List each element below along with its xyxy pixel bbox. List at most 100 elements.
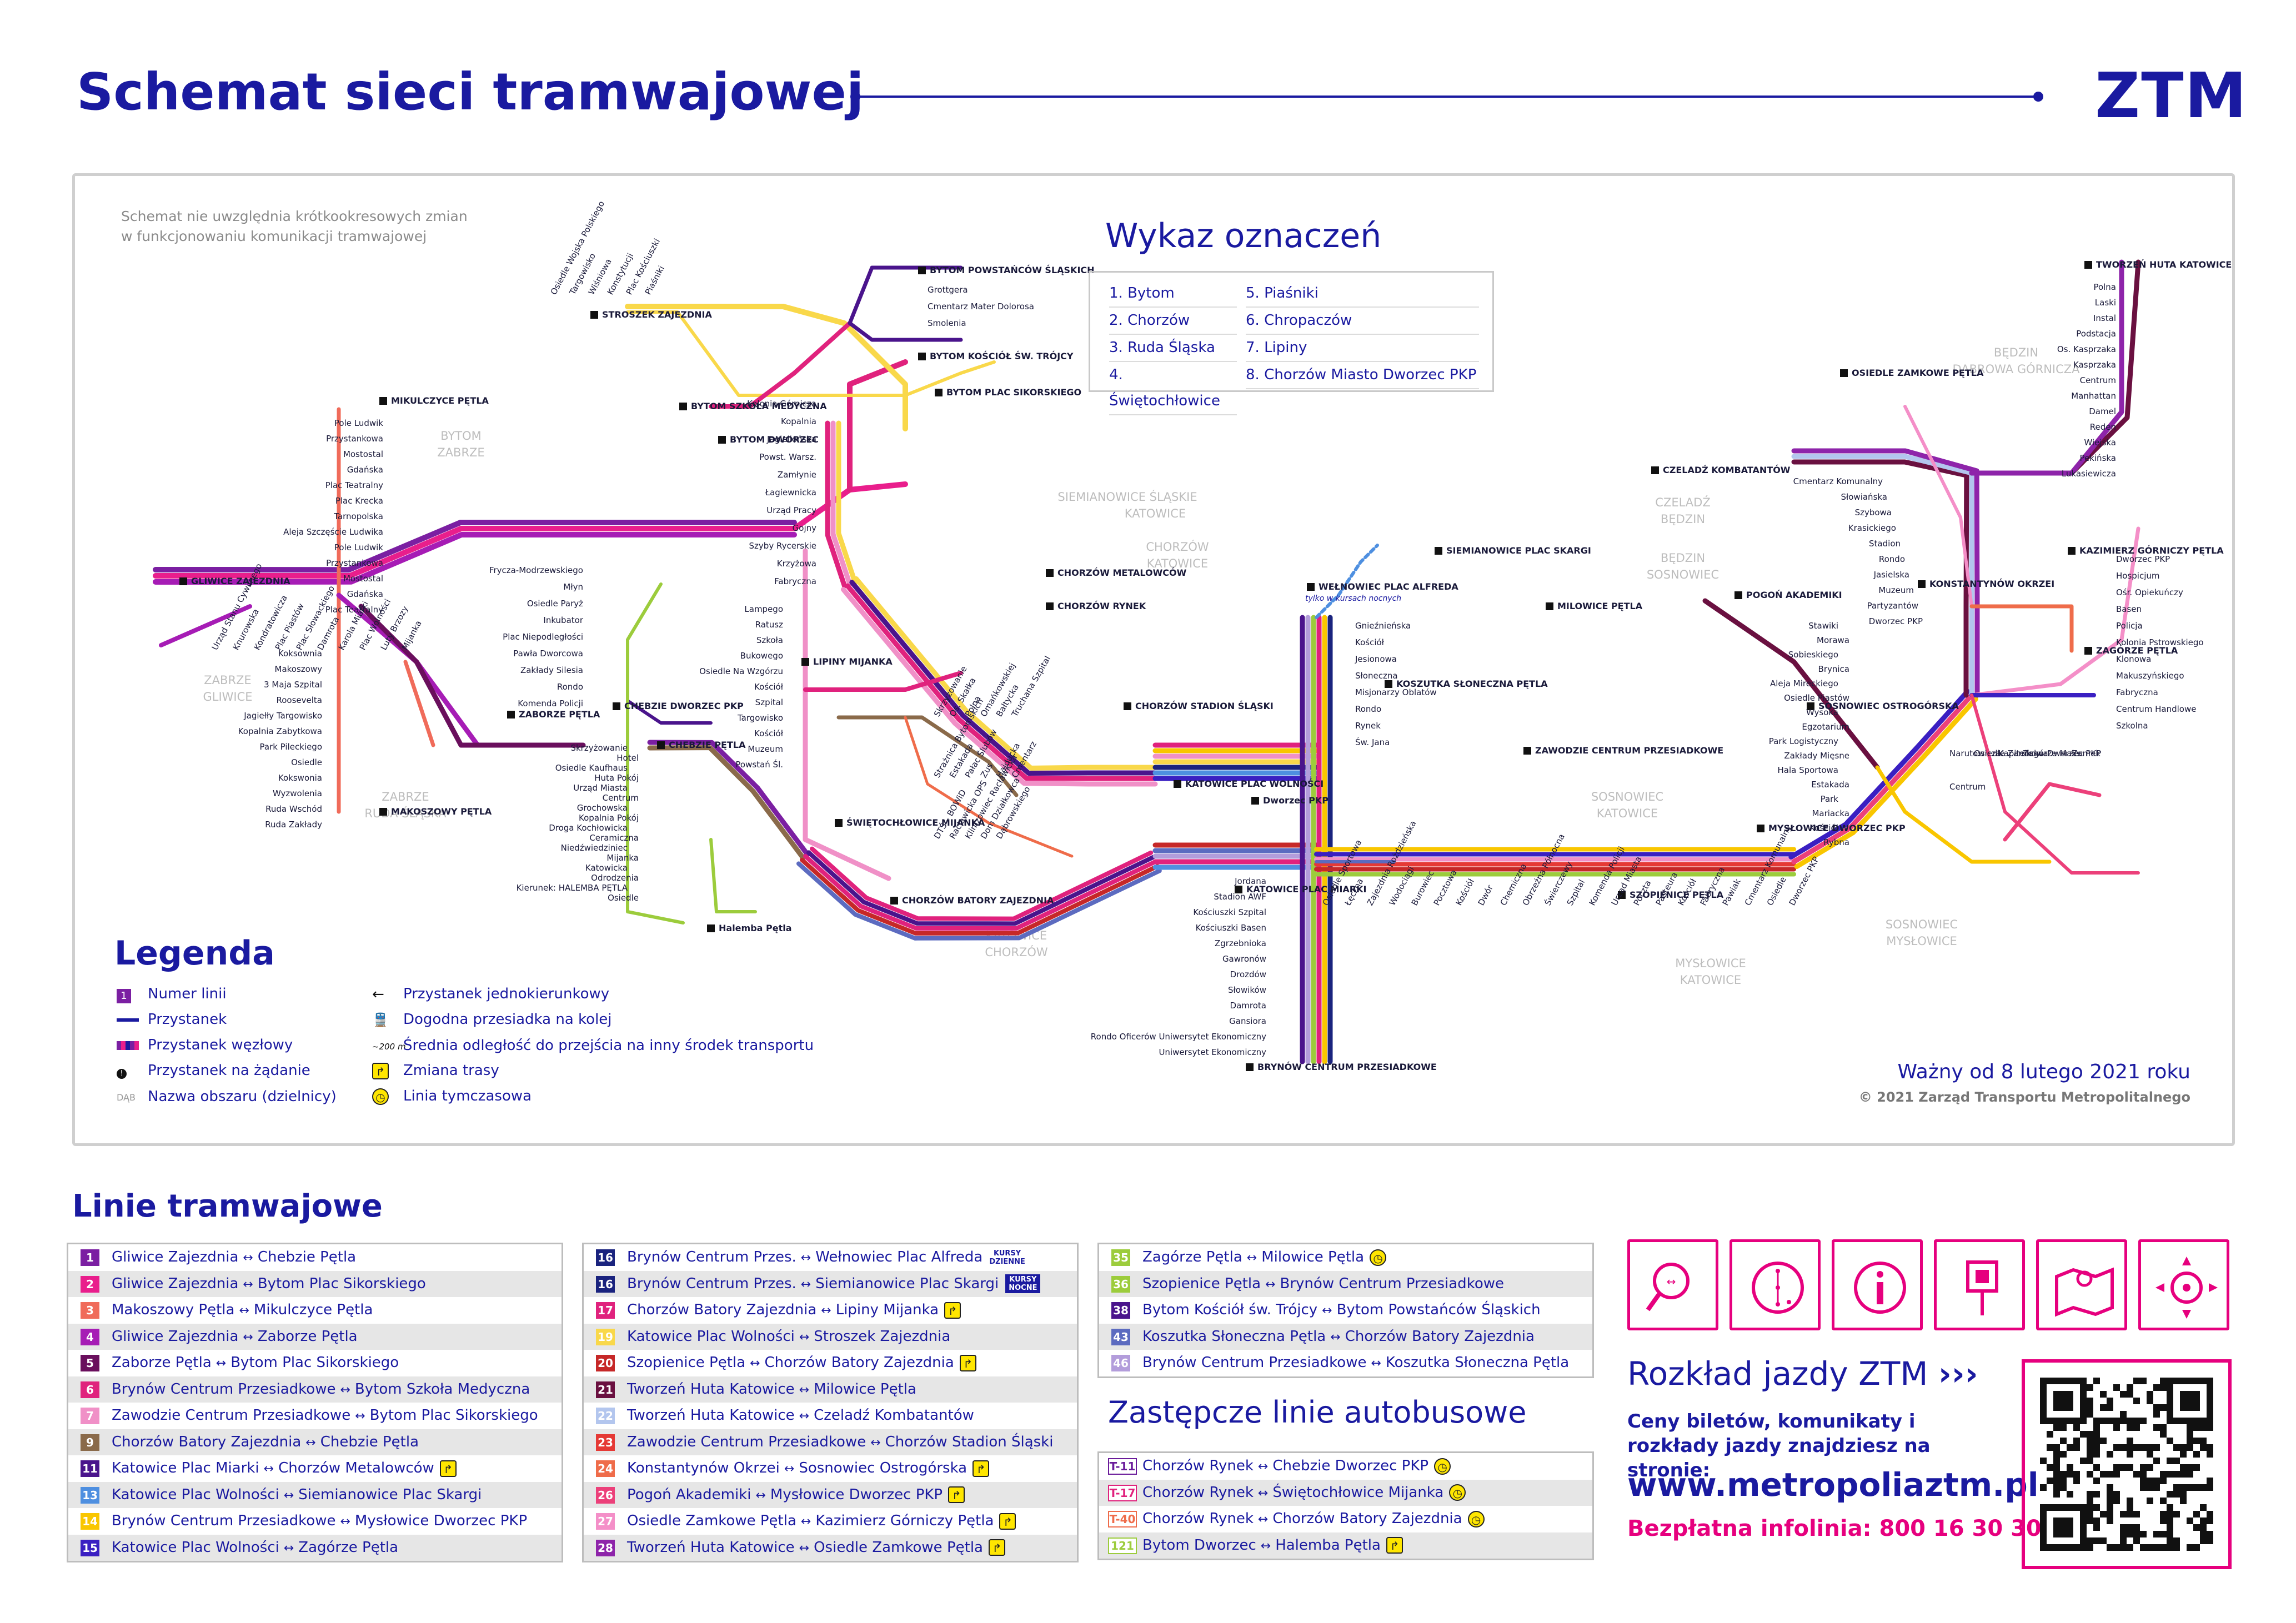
stop-label[interactable]: Ruda Wschód (265, 804, 322, 814)
stop-label[interactable]: Szkolna (2116, 721, 2148, 731)
stop-label[interactable]: Plac Niepodległości (503, 632, 583, 642)
terminal-label[interactable]: ŚWIĘTOCHŁOWICE MIJANKA (835, 817, 985, 828)
route-segment[interactable] (626, 582, 685, 924)
stop-label[interactable]: Kopalnia Pokój (579, 813, 639, 823)
stop-label[interactable]: Zakłady Silesia (520, 665, 583, 675)
terminal-label[interactable]: ZAWODZIE CENTRUM PRZESIADKOWE (1523, 745, 1723, 756)
stop-label[interactable]: Damrota (1230, 1001, 1266, 1011)
stop-label[interactable]: Centrum (1949, 782, 1986, 792)
stop-label[interactable]: Jesionowa (1355, 654, 1397, 664)
stop-label[interactable]: Kolonia Pstrowskiego (2116, 637, 2204, 647)
stop-label[interactable]: Krzyżowa (777, 559, 816, 569)
stop-label[interactable]: Szkoła (756, 635, 783, 645)
stop-label[interactable]: Centrum (603, 793, 639, 803)
stop-label[interactable]: Stadion AWF (1214, 892, 1266, 902)
route-segment[interactable] (647, 740, 810, 857)
stop-label[interactable]: Fabryczna (774, 576, 816, 586)
stop-label[interactable]: Pole Ludwik (334, 542, 383, 552)
stop-label[interactable]: Kokswonia (278, 773, 322, 783)
stop-label[interactable]: Krasickiego (1848, 523, 1896, 533)
stop-label[interactable]: Gnieźnieńska (1355, 621, 1411, 631)
stop-label[interactable]: Os. Kasprzaka (2057, 344, 2116, 354)
stop-label[interactable]: Plac Krecka (335, 496, 383, 506)
stop-label[interactable]: Kierunek: HALEMBA PĘTLA (517, 883, 628, 893)
route-segment[interactable] (1875, 765, 2052, 864)
stop-label[interactable]: Pawiak (1721, 877, 1743, 907)
route-segment[interactable] (153, 520, 797, 573)
stop-label[interactable]: Przystankowa (326, 558, 383, 568)
stop-label[interactable]: Rynek (1355, 721, 1381, 731)
stop-label[interactable]: Szyby Rycerskie (749, 541, 816, 551)
route-segment[interactable] (626, 310, 996, 397)
stop-label[interactable]: Frycza-Modrzewskiego (489, 565, 583, 575)
clock-icon[interactable] (1729, 1239, 1821, 1330)
stop-label[interactable]: Ośr. Opiekuńczy (2116, 587, 2183, 597)
stop-label[interactable]: Szpital (755, 697, 783, 707)
terminal-label[interactable]: MIKULCZYCE PĘTLA (379, 395, 489, 406)
stop-label[interactable]: Urząd Pracy (766, 505, 816, 515)
stop-label[interactable]: Misjonarzy Oblatów (1355, 687, 1437, 697)
stop-label[interactable]: Kościół (1809, 823, 1839, 833)
terminal-label[interactable]: Halemba Pętla (707, 923, 792, 933)
route-segment[interactable] (1969, 604, 2074, 653)
terminal-label[interactable]: KOSZUTKA SŁONECZNA PĘTLA (1385, 679, 1548, 689)
terminal-label[interactable]: ZABORZE PĘTLA (507, 709, 600, 720)
stop-label[interactable]: Łagiewnicka (765, 488, 816, 498)
stop-label[interactable]: Odrodzenia (591, 873, 639, 883)
route-segment[interactable] (848, 321, 963, 342)
route-segment[interactable] (153, 531, 797, 585)
stop-label[interactable]: Kolonia Górnicza (747, 399, 816, 409)
route-segment[interactable] (626, 655, 713, 725)
terminal-label[interactable]: BYTOM KOŚCIÓŁ ŚW. TRÓJCY (918, 351, 1074, 361)
route-segment[interactable] (904, 716, 1074, 858)
route-segment[interactable] (709, 838, 757, 913)
stop-label[interactable]: Mostostal (343, 449, 383, 459)
stop-label[interactable]: Narutowicza (1949, 748, 2001, 758)
stop-label[interactable]: Egzotarium (1802, 722, 1849, 732)
stop-label[interactable]: Grochowska (577, 803, 628, 813)
stop-label[interactable]: Osiedle (608, 893, 639, 903)
stop-label[interactable]: Park Pileckiego (260, 742, 323, 752)
terminal-label[interactable]: ZAGÓRZE PĘTLA (2084, 645, 2178, 656)
stop-label[interactable]: Ratusz (755, 620, 783, 630)
route-segment[interactable] (159, 604, 252, 647)
stop-label[interactable]: Stadion (1869, 539, 1901, 549)
stop-label[interactable]: Stawiki (1808, 621, 1838, 631)
stop-label[interactable]: Makuszyńskiego (2116, 671, 2184, 681)
stop-label[interactable]: Gawronów (1222, 954, 1266, 964)
stop-label[interactable]: Jordana (1234, 876, 1266, 886)
stop-label[interactable]: Tarnopolska (333, 511, 383, 521)
route-segment[interactable] (1903, 405, 1973, 608)
route-segment[interactable] (1791, 459, 1969, 698)
stop-label[interactable]: Drozdów (1230, 969, 1266, 979)
stop-label[interactable]: Makoszowy (275, 664, 323, 674)
terminal-label[interactable]: WEŁNOWIEC PLAC ALFREDA (1307, 581, 1458, 592)
route-segment[interactable] (848, 265, 963, 325)
stop-label[interactable]: Pekińska (2079, 453, 2116, 463)
stop-label[interactable]: Sobieskiego (1788, 650, 1838, 660)
stop-label[interactable]: 3 Maja Szpital (264, 680, 322, 690)
route-segment[interactable] (358, 604, 586, 748)
terminal-label[interactable]: CHORZÓW METALOWCÓW (1046, 567, 1187, 578)
info-icon[interactable] (1832, 1239, 1923, 1330)
terminal-label[interactable]: OSIEDLE ZAMKOWE PĘTLA (1840, 368, 1984, 378)
stop-label[interactable]: Wysoka (1806, 707, 1838, 717)
terminal-label[interactable]: MAKOSZOWY PĘTLA (379, 806, 492, 817)
route-segment[interactable] (806, 850, 1156, 926)
terminal-label[interactable]: Dworzec PKP (1251, 795, 1329, 806)
navigation-icon[interactable] (2138, 1239, 2229, 1330)
stop-label[interactable]: Osiedle Zamkowa (1974, 748, 2048, 758)
stop-label[interactable]: Bukowego (740, 651, 783, 661)
stop-label[interactable]: Komenda Policji (518, 699, 583, 709)
stop-label[interactable]: Gdańska (347, 589, 383, 599)
terminal-label[interactable]: BRYNÓW CENTRUM PRZESIADKOWE (1246, 1062, 1437, 1072)
stop-label[interactable]: Centrum Handlowe (2116, 704, 2197, 714)
